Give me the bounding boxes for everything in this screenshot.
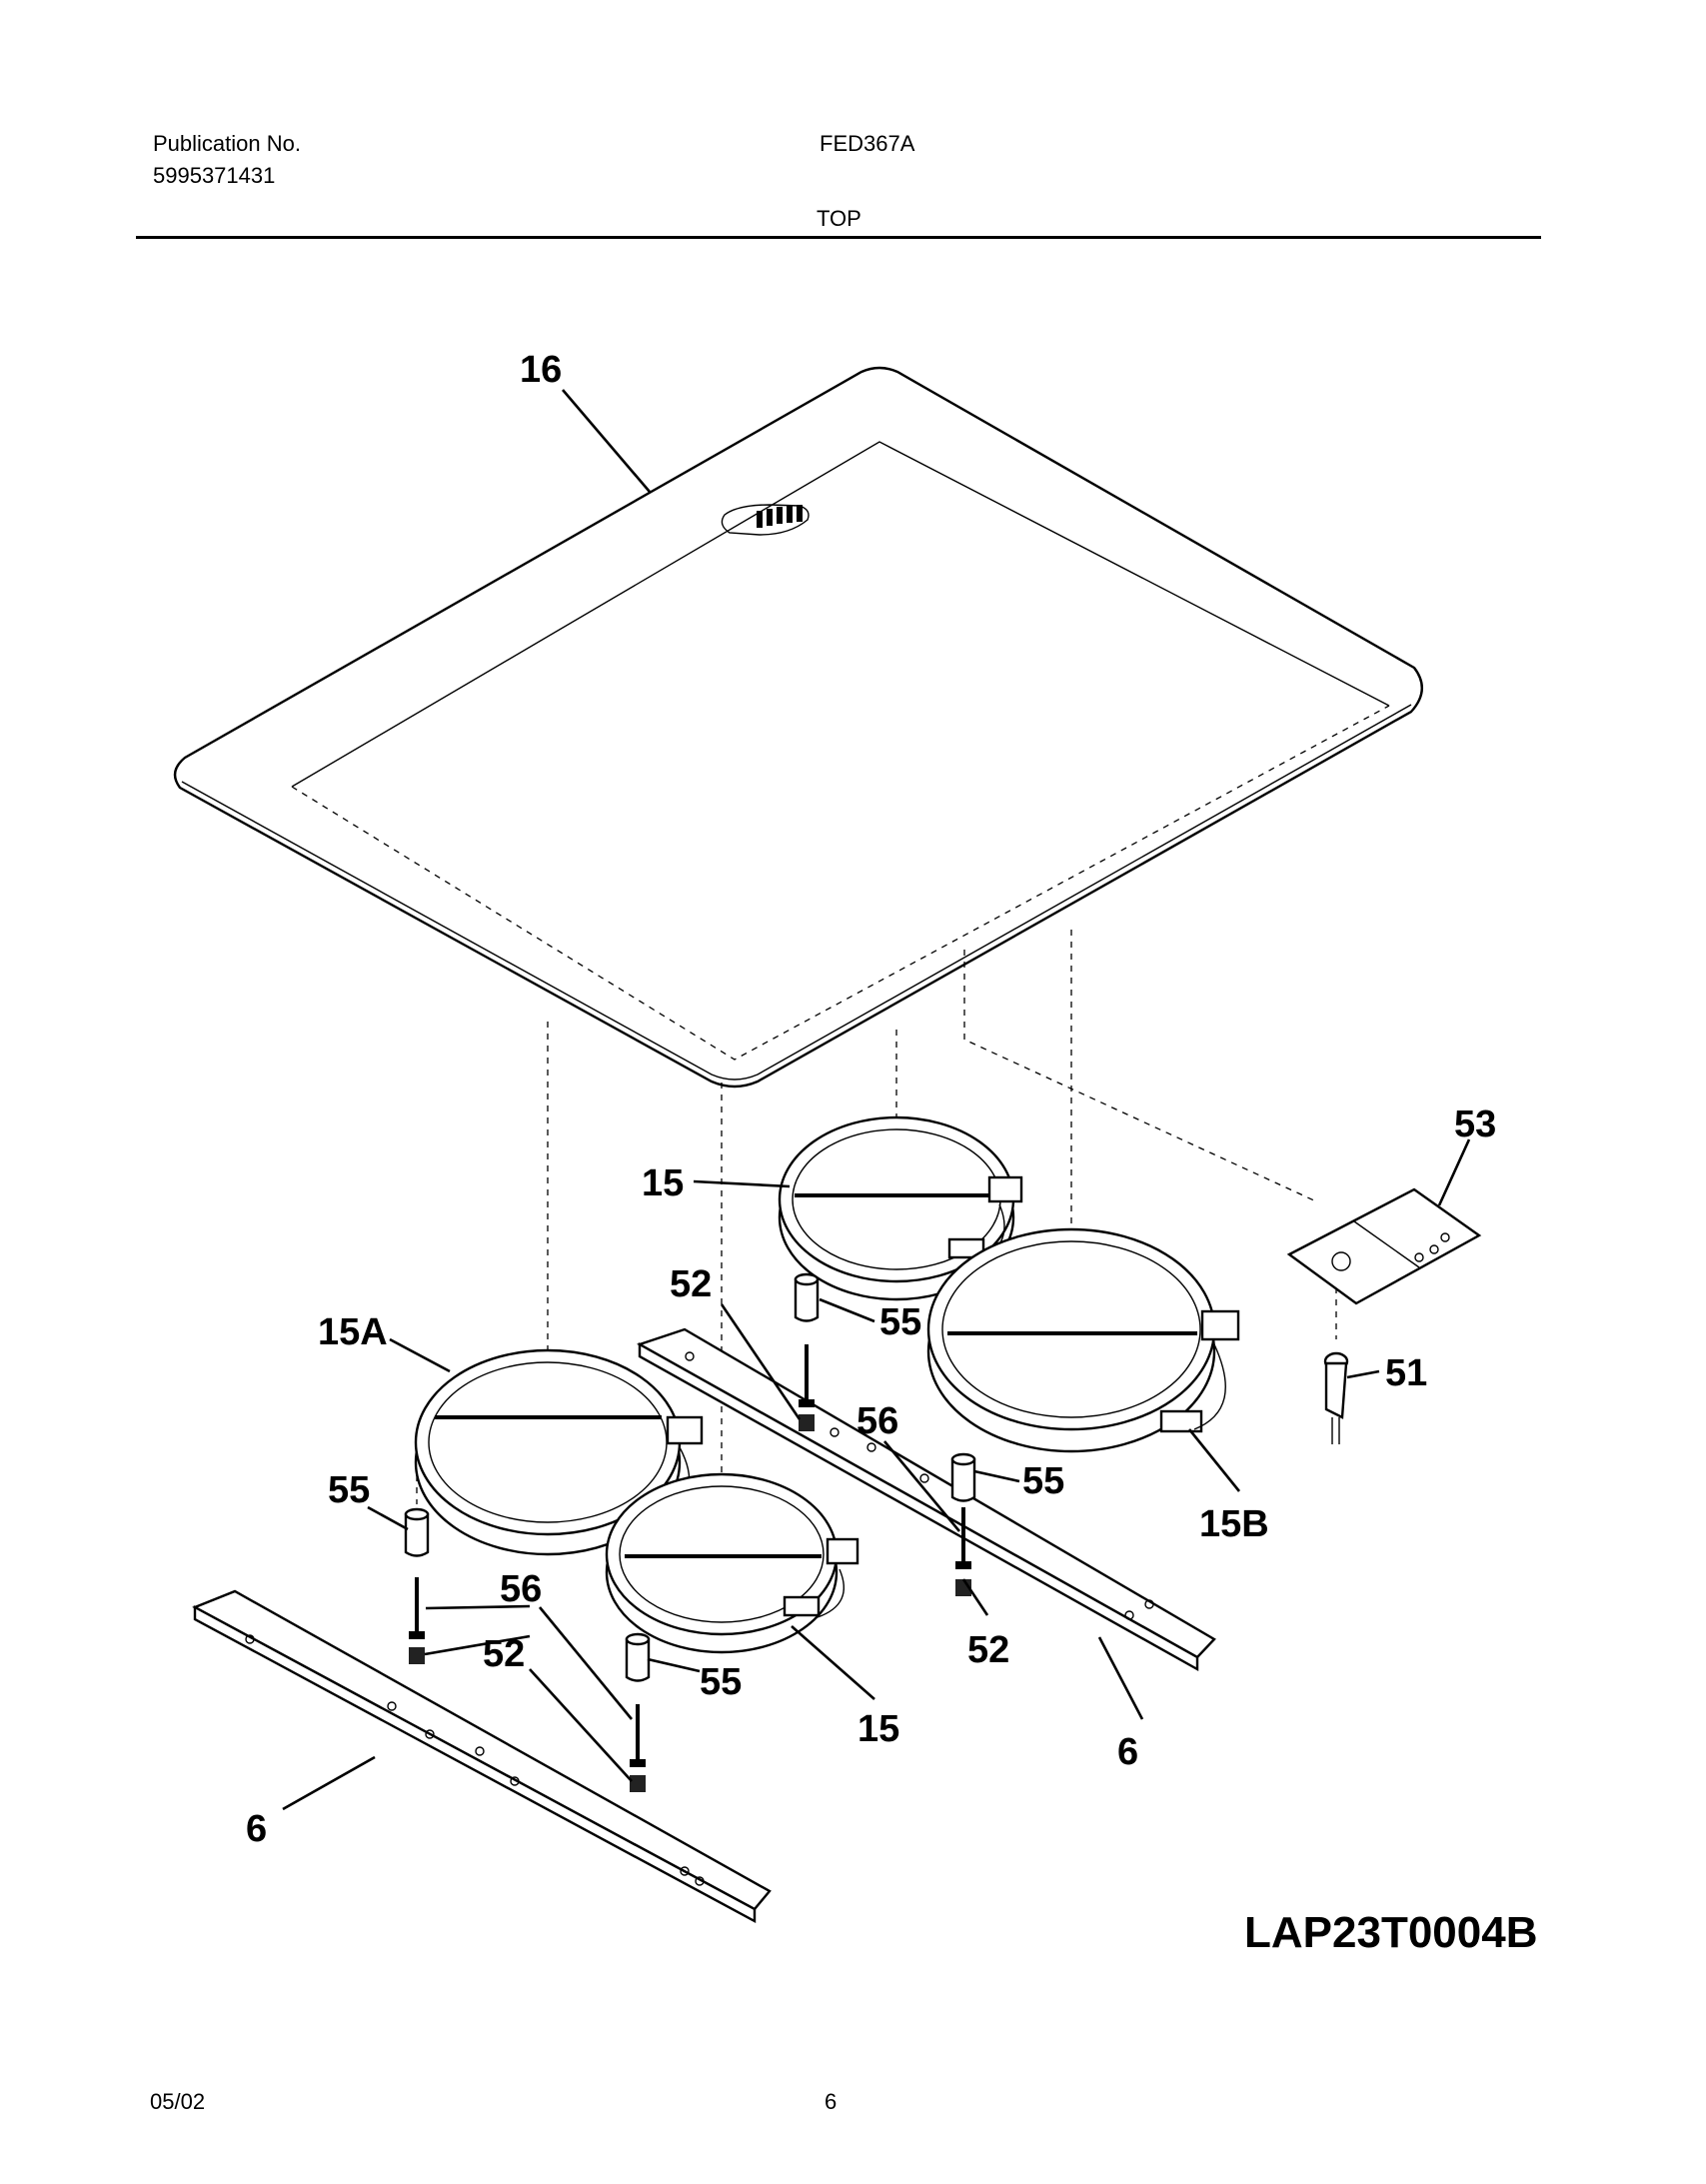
callout-51: 51 — [1385, 1352, 1427, 1394]
surface-element-15-rear — [778, 1115, 1023, 1301]
bracket-plate-53 — [1286, 1187, 1482, 1305]
leader-lines — [282, 389, 1471, 1811]
footer-date: 05/02 — [150, 2089, 206, 2114]
callout-15B: 15B — [1199, 1503, 1269, 1545]
publication-number: 5995371431 — [153, 163, 276, 188]
vent-slots — [757, 505, 803, 528]
bracket-6-front — [192, 1589, 772, 1924]
drawing-reference-code: LAP23T0004B — [1244, 1908, 1537, 1957]
callout-56-b: 56 — [500, 1568, 542, 1610]
callout-15-front: 15 — [857, 1708, 899, 1750]
fastener-stack-c — [404, 1507, 430, 1664]
header-rule — [136, 236, 1541, 239]
callout-53: 53 — [1454, 1103, 1496, 1145]
surface-element-15B — [926, 1227, 1240, 1453]
model-number: FED367A — [820, 131, 915, 156]
callout-55-b: 55 — [1022, 1460, 1064, 1502]
fastener-stack-d — [625, 1632, 651, 1792]
surface-element-15-front — [605, 1472, 859, 1654]
callout-55-c: 55 — [328, 1469, 370, 1511]
fastener-stack-a — [794, 1272, 820, 1431]
callout-16: 16 — [520, 349, 562, 391]
callout-52-a: 52 — [670, 1263, 712, 1305]
callout-6-left: 6 — [246, 1808, 267, 1850]
callout-15-rear: 15 — [642, 1162, 684, 1204]
callout-52-c: 52 — [967, 1629, 1009, 1671]
footer-page-number: 6 — [825, 2089, 838, 2114]
callout-56-a: 56 — [856, 1400, 898, 1442]
section-title: TOP — [817, 206, 861, 231]
callout-52-b: 52 — [483, 1633, 525, 1675]
callout-55-a: 55 — [879, 1301, 921, 1343]
indicator-light-51 — [1323, 1351, 1349, 1444]
publication-label: Publication No. — [153, 131, 301, 156]
callout-15A: 15A — [318, 1311, 388, 1353]
cooktop-glass-16 — [173, 366, 1423, 1089]
callout-6-right: 6 — [1117, 1731, 1138, 1773]
callout-55-d: 55 — [700, 1661, 742, 1703]
surface-element-15A — [414, 1348, 704, 1556]
